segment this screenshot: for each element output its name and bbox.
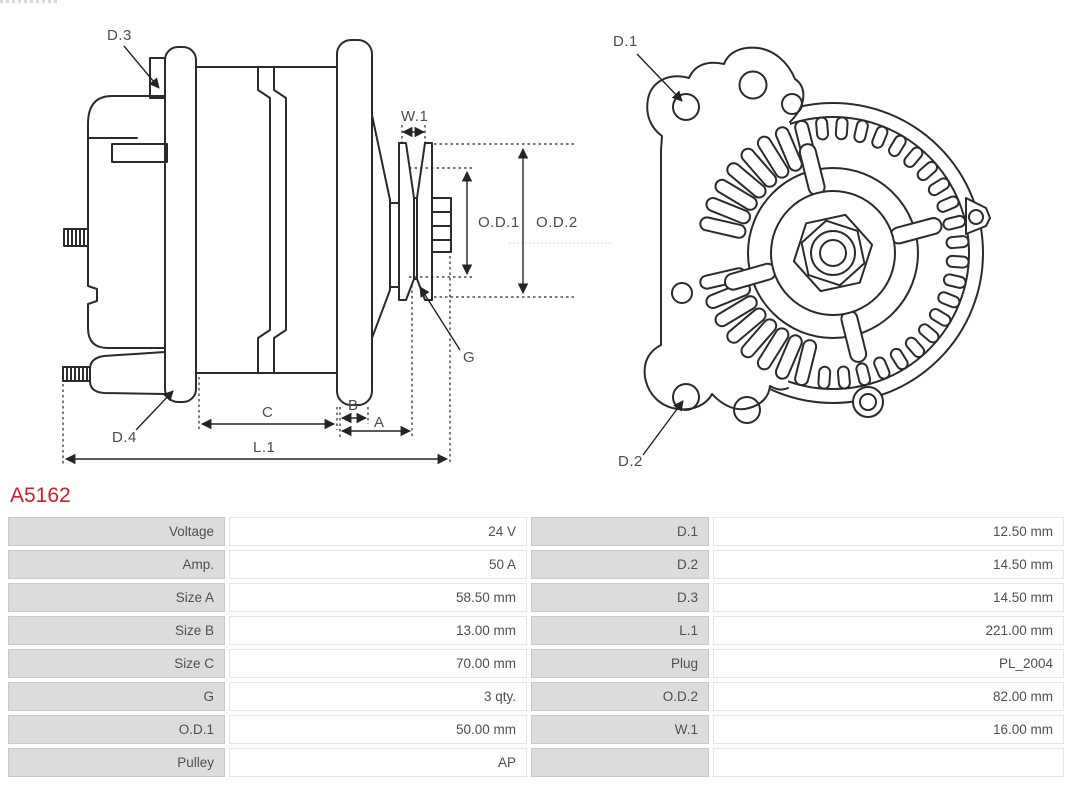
- vent-slots-upper: [699, 119, 818, 239]
- technical-drawing: D.3 D.4 W.1 O.D.1 O.D.2 G C B A: [62, 27, 991, 470]
- rear-bracket: [164, 46, 197, 403]
- spec-label-cell: [531, 748, 709, 777]
- spec-table: Voltage 24 V D.1 12.50 mm Amp. 50 A D.2 …: [8, 517, 1064, 777]
- bracket-boss: [671, 282, 693, 304]
- leader-g: [419, 286, 461, 351]
- spec-label-cell: Pulley: [8, 748, 225, 777]
- spec-value-cell: 50.00 mm: [229, 715, 527, 744]
- shaft-hub: [389, 202, 400, 288]
- hole-top-middle: [738, 70, 768, 100]
- spec-value-cell: 24 V: [229, 517, 527, 546]
- shaft-end-outer: [810, 230, 856, 276]
- spec-value-cell: 13.00 mm: [229, 616, 527, 645]
- front-bracket: [336, 39, 373, 406]
- ext-l1: [62, 256, 451, 465]
- right-lug: [965, 197, 991, 235]
- stud-threads-upper: [67, 228, 85, 247]
- spec-value-cell: 58.50 mm: [229, 583, 527, 612]
- label-d4: D.4: [112, 429, 137, 446]
- spec-label-cell: O.D.1: [8, 715, 225, 744]
- spec-label-cell: Plug: [531, 649, 709, 678]
- label-d2: D.2: [618, 453, 643, 470]
- rim-fins: [815, 116, 970, 390]
- spec-label-cell: Size B: [8, 616, 225, 645]
- spec-value-cell: 12.50 mm: [713, 517, 1064, 546]
- label-c: C: [262, 404, 273, 421]
- top-edge-fragment: [0, 0, 57, 3]
- part-number: A5162: [10, 484, 71, 507]
- nose-cone: [371, 114, 391, 339]
- label-b: B: [348, 397, 359, 414]
- spec-value-cell: 3 qty.: [229, 682, 527, 711]
- right-lug-hole: [968, 209, 984, 225]
- spec-label-cell: Size A: [8, 583, 225, 612]
- body-seam-2: [273, 66, 287, 374]
- leader-d1: [636, 53, 683, 102]
- spec-label-cell: G: [8, 682, 225, 711]
- spec-value-cell: 16.00 mm: [713, 715, 1064, 744]
- ext-w1: [401, 125, 426, 143]
- vent-slots-lower: [699, 267, 818, 387]
- rear-ear: [149, 57, 166, 99]
- spec-value-cell: 82.00 mm: [713, 682, 1064, 711]
- body-edges: [195, 66, 338, 374]
- pulley-groove: [413, 197, 418, 280]
- bracket-outline: [643, 46, 805, 411]
- spec-label-cell: Amp.: [8, 550, 225, 579]
- label-a: A: [374, 414, 385, 431]
- alternator-side-view: D.3 D.4 W.1 O.D.1 O.D.2 G C B A: [62, 27, 612, 465]
- spec-label-cell: Size C: [8, 649, 225, 678]
- label-l1: L.1: [253, 439, 275, 456]
- spec-value-cell: PL_2004: [713, 649, 1064, 678]
- alternator-front-view: D.1 D.2: [613, 33, 991, 470]
- spec-value-cell: 70.00 mm: [229, 649, 527, 678]
- label-d3: D.3: [107, 27, 132, 44]
- hole-d2: [672, 383, 700, 411]
- spec-value-cell: 221.00 mm: [713, 616, 1064, 645]
- ext-c: [198, 377, 338, 430]
- stud-threads-lower: [66, 366, 88, 382]
- spec-value-cell: 14.50 mm: [713, 583, 1064, 612]
- hole-bottom-middle: [733, 396, 761, 424]
- shaft-end-inner: [819, 239, 847, 267]
- spec-label-cell: O.D.2: [531, 682, 709, 711]
- hole-top-small: [781, 93, 803, 115]
- leader-d4: [135, 390, 174, 431]
- label-d1: D.1: [613, 33, 638, 50]
- ext-od2: [434, 143, 574, 298]
- bottom-right-lug-hole: [859, 393, 877, 411]
- rear-housing-slot: [111, 143, 168, 163]
- terminal-stud-lower: [62, 366, 91, 382]
- label-g: G: [463, 349, 475, 366]
- bottom-lug: [89, 351, 166, 395]
- spec-label-cell: Voltage: [8, 517, 225, 546]
- spec-value-cell: AP: [229, 748, 527, 777]
- spec-label-cell: L.1: [531, 616, 709, 645]
- spec-label-cell: W.1: [531, 715, 709, 744]
- rear-housing-outline: [87, 95, 166, 349]
- spec-value-cell: 14.50 mm: [713, 550, 1064, 579]
- spec-value-cell: 50 A: [229, 550, 527, 579]
- label-w1: W.1: [401, 108, 428, 125]
- spec-label-cell: D.3: [531, 583, 709, 612]
- label-od2: O.D.2: [536, 214, 578, 231]
- leader-d3: [123, 45, 160, 89]
- spec-value-cell: [713, 748, 1064, 777]
- leader-d2: [642, 400, 684, 456]
- label-od1: O.D.1: [478, 214, 520, 231]
- shaft-spline-lines: [431, 211, 452, 241]
- bottom-right-lug: [852, 386, 884, 418]
- spec-label-cell: D.2: [531, 550, 709, 579]
- body-seam-1: [257, 66, 271, 374]
- spec-label-cell: D.1: [531, 517, 709, 546]
- hole-d1: [672, 93, 700, 121]
